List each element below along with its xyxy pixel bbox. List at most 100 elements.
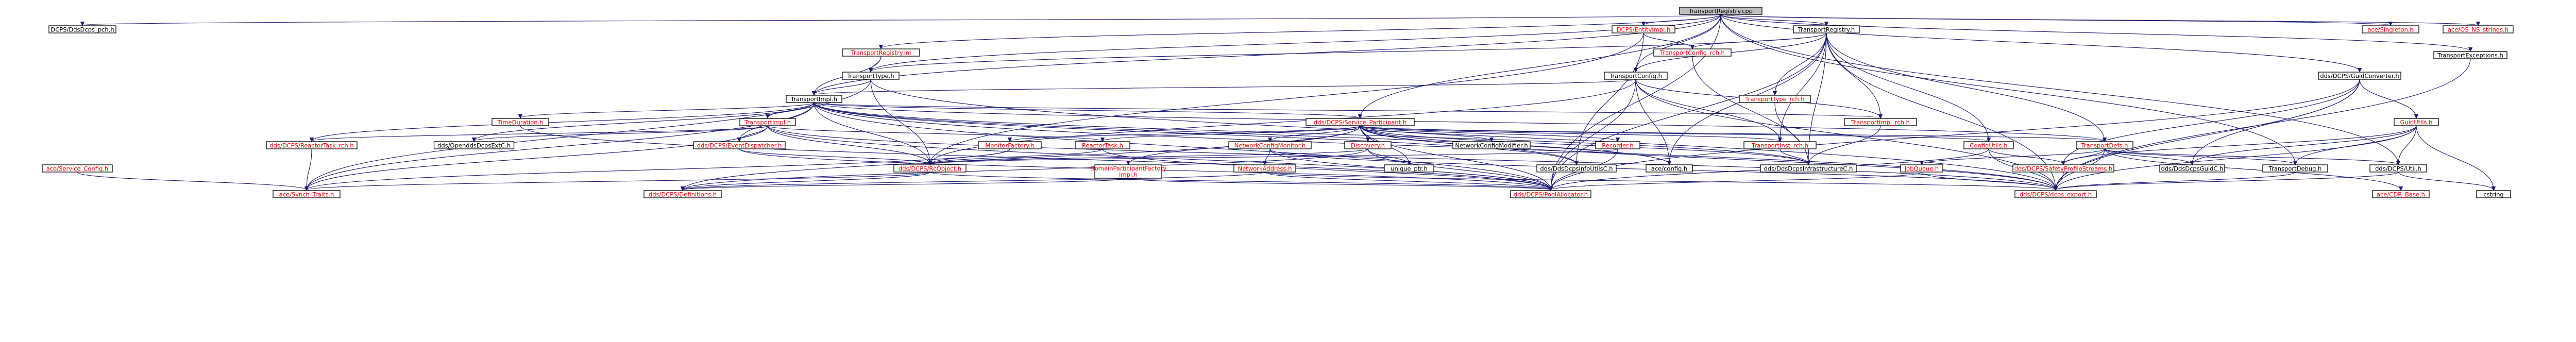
file-node[interactable]: TransportType_rch.h bbox=[1739, 95, 1811, 103]
node-label: TimeDuration.h bbox=[497, 119, 543, 126]
edge-n0-to-n1 bbox=[82, 14, 1721, 25]
file-node[interactable]: cstring bbox=[2476, 190, 2511, 198]
node-box bbox=[842, 72, 900, 80]
file-node[interactable]: TransportConfig.h bbox=[1604, 72, 1668, 80]
file-node[interactable]: ace/Synch_Traits.h bbox=[273, 190, 341, 198]
file-node[interactable]: dds/DCPS/ReactorTask_rch.h bbox=[266, 141, 358, 149]
edge-n39-to-n47 bbox=[1921, 172, 2056, 190]
file-node[interactable]: ace/CDR_Base.h bbox=[2372, 190, 2430, 198]
edge-n0-to-n6 bbox=[881, 14, 1721, 48]
node-label: TransportConfig.h bbox=[1609, 73, 1662, 80]
edge-n3-to-n13 bbox=[1775, 32, 1827, 95]
edge-n12-to-n46 bbox=[814, 102, 1551, 190]
node-box bbox=[48, 25, 116, 33]
edge-n3-to-n7 bbox=[1692, 32, 1827, 48]
node-box bbox=[1075, 141, 1130, 149]
edge-n12-to-n32 bbox=[814, 102, 930, 164]
file-node[interactable]: TransportRegistry.inl bbox=[842, 48, 920, 57]
edge-n30-to-n42 bbox=[2104, 148, 2295, 164]
edge-n2-to-n32 bbox=[930, 32, 1644, 164]
edge-n15-to-n44 bbox=[307, 125, 768, 190]
file-node[interactable]: ConfigUtils.h bbox=[1963, 141, 2014, 149]
file-node[interactable]: TransportImpl.h bbox=[739, 118, 796, 126]
root-file-node: TransportRegistry.cpp bbox=[1679, 7, 1762, 15]
file-node[interactable]: dds/DCPS/dcps_export.h bbox=[2014, 190, 2097, 198]
file-node[interactable]: NetworkAddress.h bbox=[1233, 164, 1296, 173]
file-node[interactable]: ace/Service_Config.h bbox=[42, 164, 113, 173]
edge-n30-to-n41 bbox=[2104, 148, 2192, 164]
node-box bbox=[2014, 190, 2097, 198]
edge-n25-to-n46 bbox=[1367, 148, 1551, 190]
node-box bbox=[842, 48, 920, 57]
file-node[interactable]: Recorder.h bbox=[1595, 141, 1640, 149]
node-box bbox=[1963, 141, 2014, 149]
node-label: ace/OS_NS_strings.h bbox=[2448, 26, 2509, 33]
file-node[interactable]: ReactorTask.h bbox=[1075, 141, 1130, 149]
edge-n0-to-n9 bbox=[871, 14, 1721, 72]
file-node[interactable]: dds/DCPS/SafetyProfileStreams.h bbox=[2012, 164, 2114, 173]
edge-n9-to-n32 bbox=[870, 79, 930, 164]
edge-n0-to-n5 bbox=[1720, 14, 2478, 25]
file-node[interactable]: TransportType.h bbox=[842, 72, 900, 80]
file-node[interactable]: TransportExceptions.h bbox=[2433, 51, 2507, 59]
edge-n13-to-n38 bbox=[1774, 102, 1808, 164]
node-label: Discovery.h bbox=[1351, 142, 1385, 149]
file-node[interactable]: dds/DCPS/Service_Participant.h bbox=[1306, 118, 1415, 126]
node-box bbox=[1679, 7, 1762, 15]
node-label: ace/Service_Config.h bbox=[46, 165, 108, 173]
node-box bbox=[2372, 190, 2430, 198]
node-box bbox=[2443, 25, 2514, 33]
file-node[interactable]: DCPS/EntityImpl.h bbox=[1612, 25, 1675, 33]
node-box bbox=[1595, 141, 1640, 149]
file-node[interactable]: dds/DCPS/EventDispatcher.h bbox=[693, 141, 786, 149]
file-node[interactable]: unique_ptr.h bbox=[1384, 164, 1434, 173]
file-node[interactable]: ace/OS_NS_strings.h bbox=[2443, 25, 2514, 33]
node-box bbox=[2369, 164, 2427, 173]
node-label: dds/DCPS/dcps_export.h bbox=[2020, 191, 2092, 198]
node-box bbox=[1760, 164, 1857, 173]
node-label: TransportInst_rch.h bbox=[1751, 142, 1808, 149]
node-box bbox=[1900, 164, 1943, 173]
edge-n29-to-n40 bbox=[1988, 148, 2063, 164]
file-node[interactable]: dds/DCPS/GuidConverter.h bbox=[2318, 72, 2401, 80]
file-node[interactable]: TransportImpl.h bbox=[786, 95, 842, 103]
node-label: DCPS/DdsDcps_pch.h bbox=[50, 26, 114, 33]
edge-n16-to-n24 bbox=[1270, 125, 1361, 141]
file-node[interactable]: dds/DCPS/PoolAllocator.h bbox=[1510, 190, 1591, 198]
file-node[interactable]: GuidUtils.h bbox=[2394, 118, 2439, 126]
node-box bbox=[739, 118, 796, 126]
file-node[interactable]: dds/DdsDcpsInfoUtilsC.h bbox=[1536, 164, 1617, 173]
file-node[interactable]: Discovery.h bbox=[1344, 141, 1392, 149]
node-box bbox=[2394, 118, 2439, 126]
file-node[interactable]: TransportRegistry.h bbox=[1793, 25, 1860, 33]
edge-n14-to-n46 bbox=[520, 125, 1551, 190]
file-node[interactable]: NetworkConfigMonitor.h bbox=[1228, 141, 1312, 149]
file-node[interactable]: TransportInst_rch.h bbox=[1743, 141, 1817, 149]
file-node[interactable]: dds/DdsDcpsInfrastructureC.h bbox=[1760, 164, 1857, 173]
node-label: TransportConfig_rch.h bbox=[1659, 49, 1725, 57]
file-node[interactable]: MonitorFactory.h bbox=[978, 141, 1042, 149]
file-node[interactable]: DCPS/DdsDcps_pch.h bbox=[48, 25, 116, 33]
file-node[interactable]: TransportImpl_rch.h bbox=[1844, 118, 1917, 126]
file-node[interactable]: dds/DCPS/Definitions.h bbox=[643, 190, 722, 198]
file-node[interactable]: TransportDebug.h bbox=[2262, 164, 2328, 173]
file-node[interactable]: TransportConfig_rch.h bbox=[1653, 48, 1732, 57]
file-node[interactable]: TransportDefs.h bbox=[2076, 141, 2133, 149]
file-node[interactable]: dds/DCPS/RcObject.h bbox=[893, 164, 967, 173]
edge-n22-to-n44 bbox=[307, 148, 1010, 190]
file-node[interactable]: JobQueue.h bbox=[1900, 164, 1943, 173]
node-box bbox=[978, 141, 1042, 149]
file-node[interactable]: TimeDuration.h bbox=[492, 118, 549, 126]
node-label: cstring bbox=[2483, 191, 2503, 198]
file-node[interactable]: dds/DdsDcpsGuidC.h bbox=[2159, 164, 2225, 173]
file-node[interactable]: ace/Singleton.h bbox=[2362, 25, 2419, 33]
edge-n25-to-n35 bbox=[1367, 148, 1409, 164]
file-node[interactable]: ace/config.h bbox=[1646, 164, 1693, 173]
file-node[interactable]: dds/DCPS/Util.h bbox=[2369, 164, 2427, 173]
file-node[interactable]: NetworkConfigModifier.h bbox=[1452, 141, 1531, 149]
file-node[interactable]: dds/OpenddsDcpsExtC.h bbox=[433, 141, 515, 149]
edge-n16-to-n38 bbox=[1360, 125, 1808, 164]
